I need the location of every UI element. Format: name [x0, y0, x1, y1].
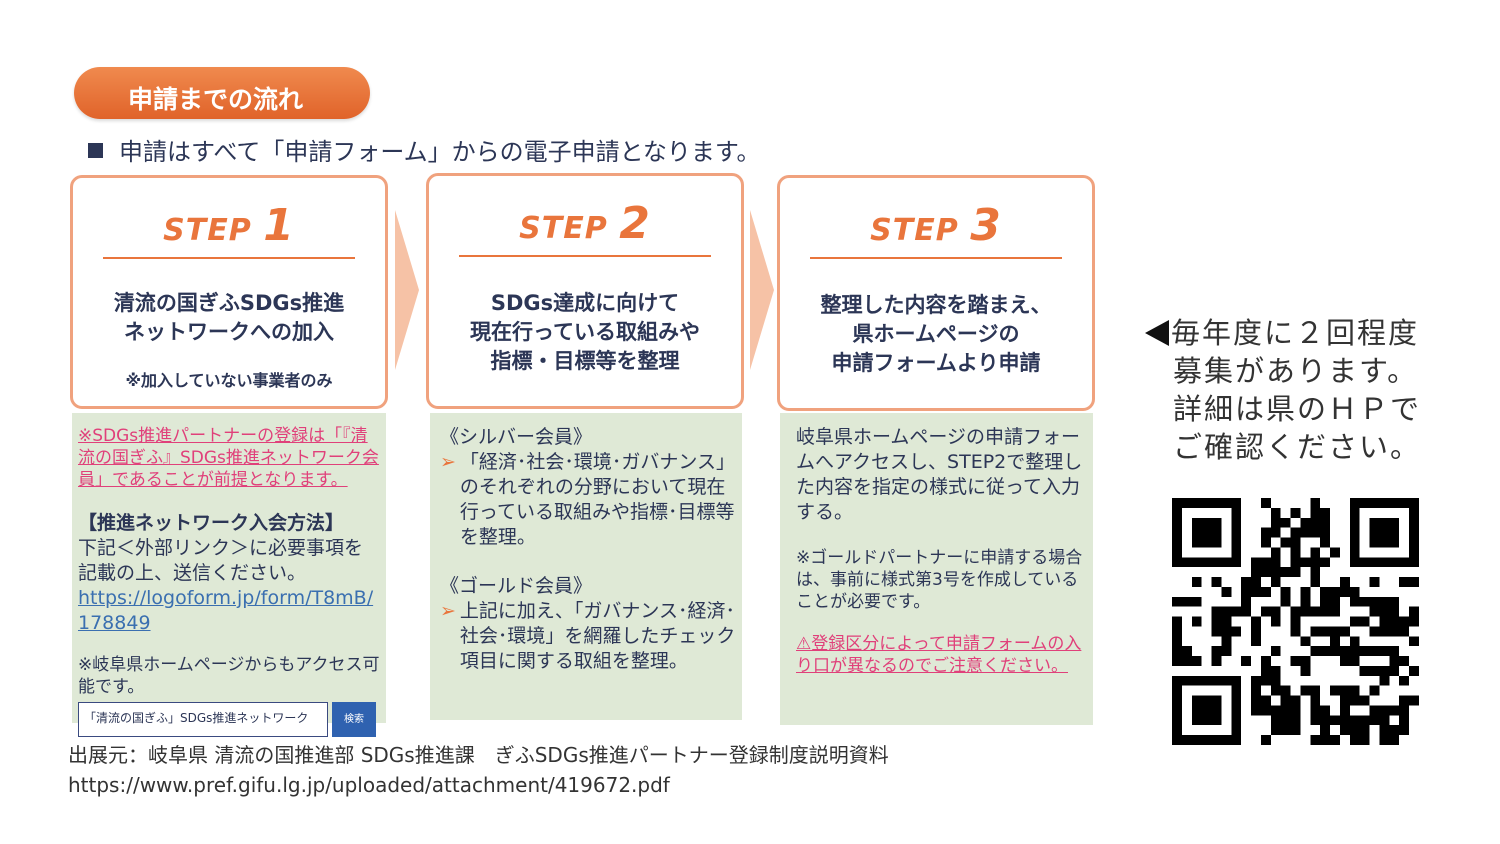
step-text: 整理した内容を踏まえ、 [820, 293, 1052, 317]
side-line: 毎年度に２回程度 [1171, 316, 1420, 350]
join-method-text: 下記＜外部リンク＞に必要事項を記載の上、送信ください。 [78, 537, 364, 584]
step-1-panel: ※SDGs推進パートナーの登録は「『清流の国ぎふ』SDGs推進ネットワーク会員」… [72, 413, 386, 737]
qr-code[interactable] [1172, 498, 1419, 745]
step-number: 2 [619, 198, 651, 249]
step-3-box: STEP 3 整理した内容を踏まえ、県ホームページの申請フォームより申請 [777, 175, 1095, 411]
pointer-left-icon [1145, 320, 1169, 346]
step-text: SDGs達成に向けて [490, 291, 680, 315]
step-word: STEP [519, 211, 608, 246]
gold-text: 上記に加え、「ガバナンス･経済･社会･環境」を網羅したチェック項目に関する取組を… [459, 600, 736, 672]
lead-text: 申請はすべて「申請フォーム」からの電子申請となります。 [88, 132, 761, 167]
access-note: ※岐阜県ホームページからもアクセス可能です。 [78, 655, 380, 697]
logoform-link[interactable]: https://logoform.jp/form/T8mB/178849 [78, 587, 374, 634]
divider [810, 257, 1062, 259]
step-text: ネットワークへの加入 [124, 320, 334, 344]
bullet-arrow-icon: ➢ [440, 600, 456, 622]
lead-label: 申請はすべて「申請フォーム」からの電子申請となります。 [119, 138, 761, 166]
prerequisite-note: ※SDGs推進パートナーの登録は「『清流の国ぎふ』SDGs推進ネットワーク会員」… [78, 426, 379, 490]
step-3-panel: 岐阜県ホームページの申請フォームへアクセスし、STEP2で整理した内容を指定の様… [780, 413, 1093, 725]
gold-note: ※ゴールドパートナーに申請する場合は、事前に様式第3号を作成していることが必要で… [796, 548, 1083, 612]
step-text: 清流の国ぎふSDGs推進 [113, 291, 345, 315]
divider [459, 255, 711, 257]
step-text: 指標・目標等を整理 [490, 349, 680, 373]
search-box: 「清流の国ぎふ」SDGs推進ネットワーク検索 [78, 702, 380, 737]
side-line: 詳細は県のＨＰで [1173, 392, 1422, 426]
step-word: STEP [870, 213, 959, 248]
step-number: 1 [263, 200, 295, 251]
source-url[interactable]: https://www.pref.gifu.lg.jp/uploaded/att… [68, 773, 670, 797]
step-2-box: STEP 2 SDGs達成に向けて現在行っている取組みや指標・目標等を整理 [426, 173, 744, 409]
search-input[interactable]: 「清流の国ぎふ」SDGs推進ネットワーク [78, 702, 328, 737]
source-citation: 出展元：岐阜県 清流の国推進部 SDGs推進課 ぎふSDGs推進パートナー登録制… [68, 740, 889, 800]
source-text: 出展元：岐阜県 清流の国推進部 SDGs推進課 ぎふSDGs推進パートナー登録制… [68, 743, 889, 767]
divider [103, 257, 355, 259]
gold-heading: 《ゴールド会員》 [440, 575, 593, 597]
arrow-right-icon [750, 210, 774, 370]
step-1-box: STEP 1 清流の国ぎふSDGs推進ネットワークへの加入 ※加入していない事業… [70, 175, 388, 409]
step-text: 申請フォームより申請 [831, 351, 1041, 375]
silver-text: 「経済･社会･環境･ガバナンス」のそれぞれの分野において現在行っている取組みや指… [459, 451, 736, 548]
silver-heading: 《シルバー会員》 [440, 426, 593, 448]
join-method-heading: 【推進ネットワーク入会方法】 [78, 512, 345, 534]
arrow-right-icon [395, 210, 419, 370]
step-3-text: 岐阜県ホームページの申請フォームへアクセスし、STEP2で整理した内容を指定の様… [796, 426, 1083, 523]
step-2-panel: 《シルバー会員》 ➢「経済･社会･環境･ガバナンス」のそれぞれの分野において現在… [430, 413, 742, 720]
step-number: 3 [970, 200, 1002, 251]
search-button[interactable]: 検索 [332, 702, 376, 737]
warning-note: ⚠登録区分によって申請フォームの入り口が異なるのでご注意ください。 [796, 634, 1082, 676]
step-text: 県ホームページの [852, 322, 1020, 346]
section-pill: 申請までの流れ [74, 67, 370, 119]
step-word: STEP [163, 213, 252, 248]
side-line: ご確認ください。 [1173, 430, 1422, 464]
step-text: 現在行っている取組みや [470, 320, 700, 344]
side-note: 毎年度に２回程度 募集があります。 詳細は県のＨＰで ご確認ください。 [1145, 314, 1421, 466]
bullet-arrow-icon: ➢ [440, 451, 456, 473]
square-bullet-icon [88, 143, 103, 158]
side-line: 募集があります。 [1173, 354, 1419, 388]
step-note: ※加入していない事業者のみ [125, 371, 333, 390]
